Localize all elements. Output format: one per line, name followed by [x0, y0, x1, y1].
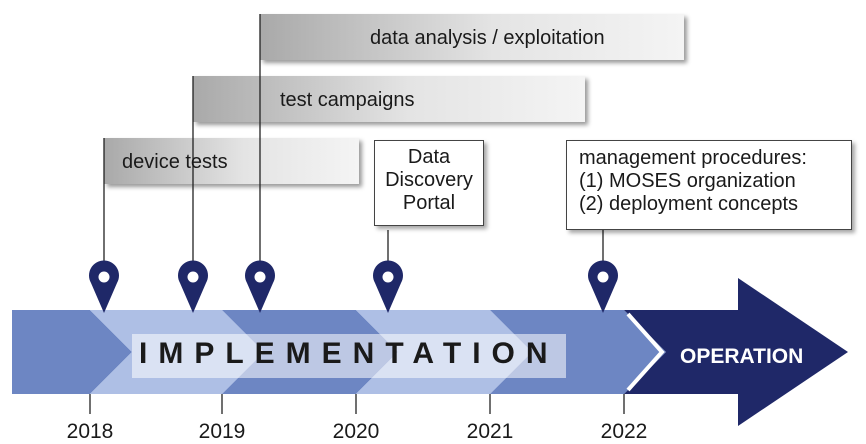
callout-data-discovery-portal: Data Discovery Portal [374, 140, 484, 226]
map-pin-icon [588, 260, 618, 313]
map-pin-icon [89, 260, 119, 313]
bar-label-device-tests: device tests [122, 151, 228, 173]
phase-label-implementation: IMPLEMENTATION [139, 337, 559, 370]
year-label-2018: 2018 [66, 420, 114, 443]
bar-data-analysis [260, 14, 684, 60]
bar-test-campaigns [193, 76, 585, 122]
year-label-2022: 2022 [600, 420, 648, 443]
callout-portal-line-3: Portal [402, 192, 456, 214]
chevron-separator-operation [626, 312, 665, 392]
callout-management-line-1: management procedures: [579, 147, 807, 169]
arrow-segment-1 [12, 310, 132, 394]
phase-label-operation: OPERATION [680, 345, 804, 368]
callout-management-line-2: (1) MOSES organization [579, 170, 796, 192]
callout-portal-line-2: Discovery [385, 169, 473, 191]
bar-label-data-analysis: data analysis / exploitation [370, 27, 605, 49]
arrow-head-operation [624, 278, 848, 426]
bar-label-test-campaigns: test campaigns [280, 89, 415, 111]
bar-device-tests [104, 138, 359, 184]
year-label-2021: 2021 [466, 420, 514, 443]
callout-portal-line-1: Data [407, 146, 451, 168]
callout-management-line-3: (2) deployment concepts [579, 193, 799, 215]
callout-management-procedures: management procedures: (1) MOSES organiz… [566, 140, 852, 230]
implementation-label-band [132, 334, 566, 378]
map-pin-icon [178, 260, 208, 313]
map-pin-icon [373, 260, 403, 313]
year-label-2020: 2020 [332, 420, 380, 443]
year-label-2019: 2019 [198, 420, 246, 443]
map-pin-icon [245, 260, 275, 313]
